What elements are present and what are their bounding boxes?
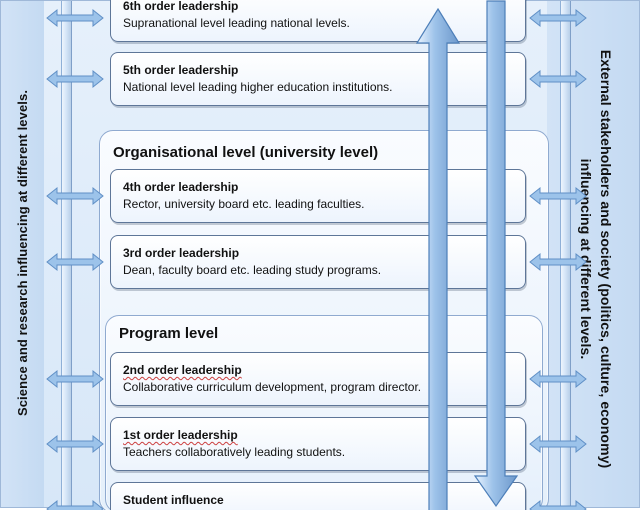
- third-order-leadership-card: 3rd order leadership Dean, faculty board…: [110, 235, 526, 289]
- program-level-group: [105, 315, 543, 510]
- fourth-order-leadership-description: Rector, university board etc. leading fa…: [123, 197, 365, 211]
- sixth-order-leadership-description: Supranational level leading national lev…: [123, 16, 350, 30]
- left-influence-arrow-icon: [46, 6, 104, 30]
- left-influence-arrow-graphic: [46, 252, 104, 272]
- sixth-order-leadership-title: 6th order leadership: [123, 0, 239, 13]
- left-influence-arrow-icon: [46, 432, 104, 456]
- student-influence-title: Student influence: [123, 493, 224, 507]
- fourth-order-leadership-card: 4th order leadership Rector, university …: [110, 169, 526, 223]
- student-influence-card: Student influence: [110, 482, 526, 510]
- fifth-order-leadership-description: National level leading higher education …: [123, 80, 393, 94]
- left-influence-arrow-graphic: [46, 186, 104, 206]
- external-stakeholders-label: External stakeholders and society (polit…: [578, 49, 614, 469]
- sixth-order-leadership-card: 6th order leadership Supranational level…: [110, 0, 526, 42]
- left-influence-arrow-graphic: [46, 8, 104, 28]
- left-influence-arrow-icon: [46, 184, 104, 208]
- program-level-title: Program level: [119, 325, 219, 342]
- fifth-order-leadership-card: 5th order leadership National level lead…: [110, 52, 526, 106]
- third-order-leadership-title: 3rd order leadership: [123, 246, 240, 260]
- third-order-leadership-description: Dean, faculty board etc. leading study p…: [123, 263, 382, 277]
- fourth-order-leadership-title: 4th order leadership: [123, 180, 239, 194]
- left-influence-arrow-graphic: [46, 434, 104, 454]
- science-research-label: Science and research influencing at diff…: [15, 89, 30, 417]
- second-order-leadership-card: 2nd order leadership Collaborative curri…: [110, 352, 526, 406]
- second-order-leadership-title: 2nd order leadership: [123, 363, 242, 377]
- left-influence-arrow-icon: [46, 497, 104, 510]
- left-influence-arrow-graphic: [46, 499, 104, 510]
- first-order-leadership-description: Teachers collaboratively leading student…: [123, 445, 346, 459]
- fifth-order-leadership-title: 5th order leadership: [123, 63, 239, 77]
- left-side-panel: [1, 1, 44, 507]
- right-vertical-rail: [560, 1, 571, 507]
- organisational-level-title: Organisational level (university level): [113, 144, 379, 161]
- left-influence-arrow-graphic: [46, 69, 104, 89]
- left-vertical-rail: [61, 1, 72, 507]
- left-influence-arrow-icon: [46, 250, 104, 274]
- second-order-leadership-description: Collaborative curriculum development, pr…: [123, 380, 422, 394]
- first-order-leadership-title: 1st order leadership: [123, 428, 238, 442]
- left-influence-arrow-icon: [46, 67, 104, 91]
- first-order-leadership-card: 1st order leadership Teachers collaborat…: [110, 417, 526, 471]
- left-influence-arrow-icon: [46, 367, 104, 391]
- left-influence-arrow-graphic: [46, 369, 104, 389]
